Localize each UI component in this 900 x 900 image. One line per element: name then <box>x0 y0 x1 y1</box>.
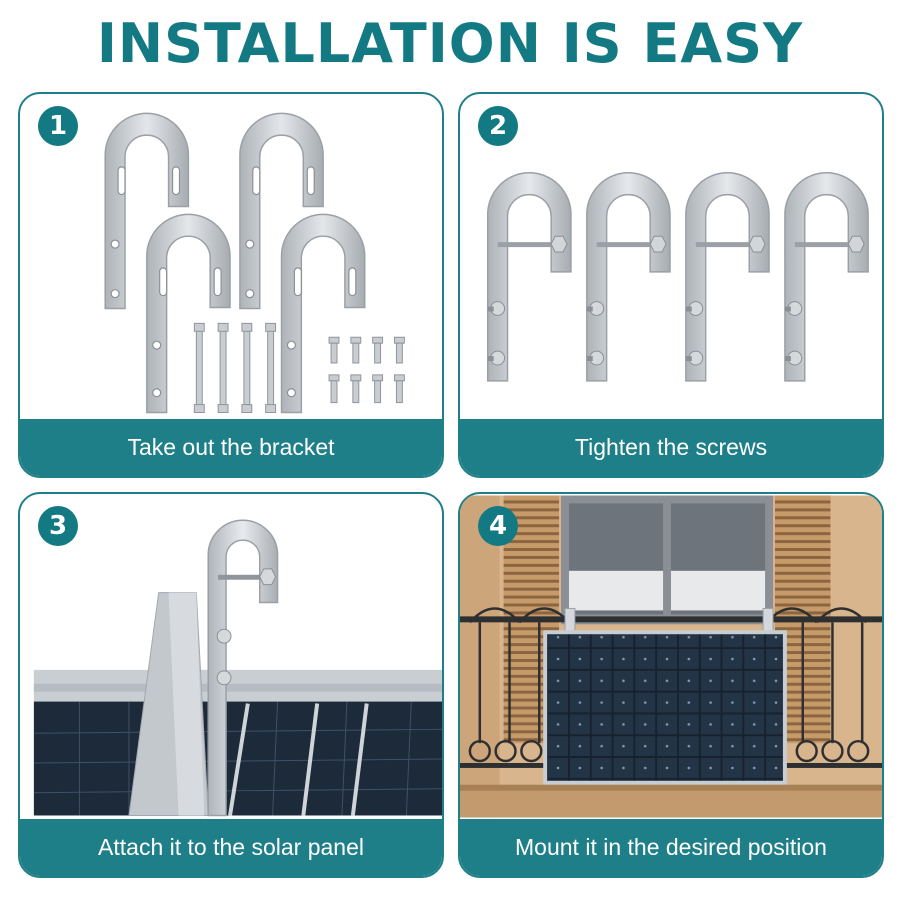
step-number-badge: 1 <box>38 106 78 146</box>
bracket-on-solar-panel-image <box>20 494 442 819</box>
step-number-badge: 4 <box>478 506 518 546</box>
assembled-brackets-image <box>460 94 882 419</box>
step-number-badge: 3 <box>38 506 78 546</box>
page-title: INSTALLATION IS EASY <box>96 12 804 75</box>
loose-brackets-and-screws-image <box>20 94 442 419</box>
step-caption: Mount it in the desired position <box>460 819 882 876</box>
balcony-mounted-panel-photo <box>460 494 882 819</box>
step-1-card: 1 <box>18 92 444 478</box>
step-4-card: 4 <box>458 492 884 878</box>
step-number-badge: 2 <box>478 106 518 146</box>
step-caption: Attach it to the solar panel <box>20 819 442 876</box>
step-2-card: 2 Tighten the screws <box>458 92 884 478</box>
step-caption: Tighten the screws <box>460 419 882 476</box>
step-3-card: 3 <box>18 492 444 878</box>
step-caption: Take out the bracket <box>20 419 442 476</box>
